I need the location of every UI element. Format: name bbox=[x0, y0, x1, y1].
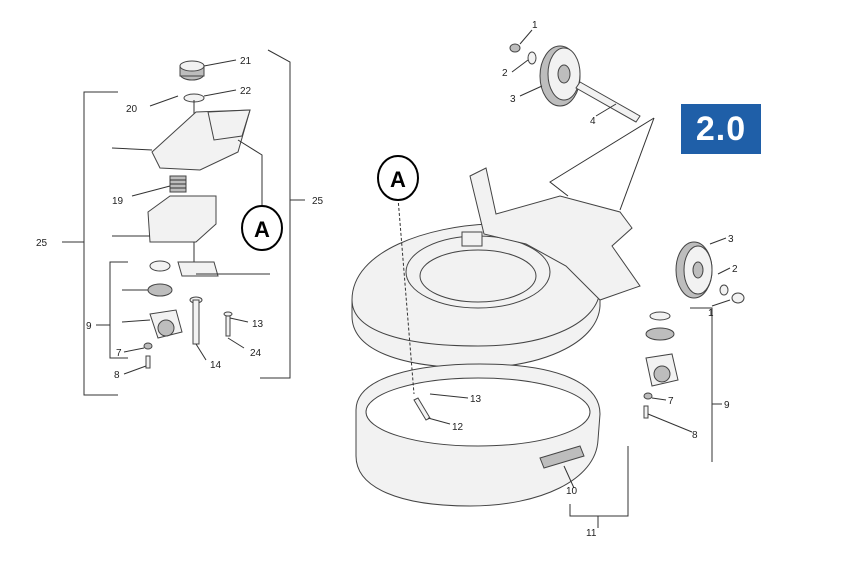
mounting-block bbox=[147, 195, 217, 243]
handle-frame bbox=[469, 167, 641, 301]
deck-rim bbox=[351, 289, 601, 369]
latch bbox=[461, 231, 483, 247]
nut-part-1-right bbox=[731, 292, 745, 304]
bumper-ring-inner bbox=[365, 377, 591, 447]
caster-wheel-right bbox=[643, 311, 679, 419]
label-24: 24 bbox=[250, 348, 262, 359]
deck-opening bbox=[405, 235, 551, 309]
flat-washer bbox=[147, 283, 173, 297]
label-25-left: 25 bbox=[36, 238, 48, 249]
washer-part-2-right bbox=[719, 284, 729, 296]
label-2-top: 2 bbox=[502, 68, 508, 79]
bracket-25-right bbox=[260, 49, 291, 379]
wheel-right bbox=[675, 241, 745, 304]
label-3-right: 3 bbox=[728, 234, 734, 245]
screw-part-8-left bbox=[145, 355, 151, 369]
caster-wheel-left bbox=[149, 309, 183, 339]
nut-part-1-top bbox=[509, 43, 521, 53]
knob-part-21 bbox=[179, 60, 205, 81]
label-1-top: 1 bbox=[532, 20, 538, 31]
label-19: 19 bbox=[112, 196, 124, 207]
label-20: 20 bbox=[126, 104, 138, 115]
screw-part-8-right bbox=[643, 405, 649, 419]
screw-part-13-left bbox=[223, 311, 233, 337]
label-2-right: 2 bbox=[732, 264, 738, 275]
bracket-9-left bbox=[109, 261, 128, 359]
label-22: 22 bbox=[240, 86, 252, 97]
brush-strip-part-10 bbox=[539, 445, 585, 469]
label-14: 14 bbox=[210, 360, 222, 371]
spring-part-19 bbox=[169, 175, 187, 193]
washer bbox=[149, 260, 171, 272]
wheel-top bbox=[509, 43, 641, 123]
label-7-left: 7 bbox=[116, 348, 122, 359]
version-badge: 2.0 bbox=[681, 104, 761, 154]
pin-part-14 bbox=[189, 296, 203, 345]
label-13-main: 13 bbox=[470, 394, 482, 405]
label-12: 12 bbox=[452, 422, 464, 433]
label-9-left: 9 bbox=[86, 321, 92, 332]
callout-a-left bbox=[241, 205, 283, 251]
label-8-right: 8 bbox=[692, 430, 698, 441]
label-1-right: 1 bbox=[708, 308, 714, 319]
axle-part-4 bbox=[575, 81, 641, 123]
bracket-25-left bbox=[83, 91, 118, 396]
label-10: 10 bbox=[566, 486, 578, 497]
nut-part-7-left bbox=[143, 342, 153, 350]
washer-right-a bbox=[649, 311, 671, 321]
screw-part-12 bbox=[413, 397, 431, 421]
washer-right-b bbox=[645, 327, 675, 341]
callout-a-right-text: A bbox=[390, 167, 406, 192]
label-7-right: 7 bbox=[668, 396, 674, 407]
label-21: 21 bbox=[240, 56, 252, 67]
label-25-right: 25 bbox=[312, 196, 324, 207]
main-assembly: A 1 2 3 4 3 2 1 7 8 9 10 11 12 13 bbox=[351, 20, 745, 539]
label-9-right: 9 bbox=[724, 400, 730, 411]
label-8-left: 8 bbox=[114, 370, 120, 381]
label-3-top: 3 bbox=[510, 94, 516, 105]
label-13-left: 13 bbox=[252, 319, 264, 330]
cover-plate-upper bbox=[207, 109, 251, 141]
label-11: 11 bbox=[586, 528, 597, 539]
washer-part-2-top bbox=[527, 51, 537, 65]
label-4: 4 bbox=[590, 116, 596, 127]
pivot-bracket bbox=[177, 261, 219, 277]
callout-a-left-text: A bbox=[254, 217, 270, 242]
callout-a-right bbox=[377, 155, 419, 201]
detail-a-assembly: A 21 22 20 19 25 25 9 13 24 14 7 8 bbox=[36, 49, 324, 396]
nut-part-7-right bbox=[643, 392, 653, 400]
